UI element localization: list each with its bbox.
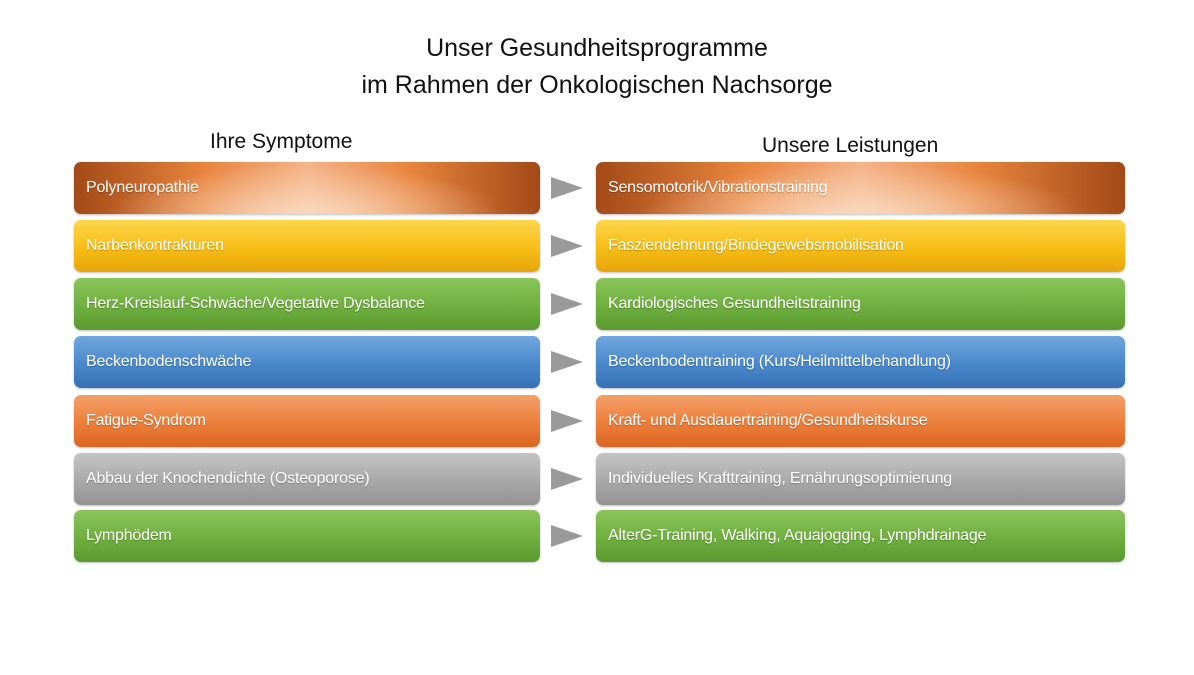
mapping-row-narbenkontrakturen: Narbenkontrakturen Fasziendehnung/Bindeg… [0,220,1194,272]
arrow-right-icon [551,293,583,315]
mapping-row-fatigue: Fatigue-Syndrom Kraft- und Ausdauertrain… [0,395,1194,447]
arrow-right-icon [551,235,583,257]
arrow-right-icon [551,410,583,432]
arrow-right-icon [551,468,583,490]
service-box: Fasziendehnung/Bindegewebsmobilisation [596,220,1125,272]
mapping-row-osteoporose: Abbau der Knochendichte (Osteoporose) In… [0,453,1194,505]
symptom-box: Polyneuropathie [74,162,540,214]
symptom-box: Lymphödem [74,510,540,562]
mapping-row-herz-kreislauf: Herz-Kreislauf-Schwäche/Vegetative Dysba… [0,278,1194,330]
symptoms-column-header: Ihre Symptome [210,130,353,153]
mapping-row-beckenboden: Beckenbodenschwäche Beckenbodentraining … [0,336,1194,388]
symptom-box: Fatigue-Syndrom [74,395,540,447]
symptom-box: Narbenkontrakturen [74,220,540,272]
title-line-2: im Rahmen der Onkologischen Nachsorge [361,71,833,99]
service-box: AlterG-Training, Walking, Aquajogging, L… [596,510,1125,562]
service-box: Kraft- und Ausdauertraining/Gesundheitsk… [596,395,1125,447]
service-box: Kardiologisches Gesundheitstraining [596,278,1125,330]
mapping-row-polyneuropathie: Polyneuropathie Sensomotorik/Vibrationst… [0,162,1194,214]
symptom-box: Beckenbodenschwäche [74,336,540,388]
service-box: Sensomotorik/Vibrationstraining [596,162,1125,214]
arrow-right-icon [551,351,583,373]
services-column-header: Unsere Leistungen [762,134,939,157]
page-title: Unser Gesundheitsprogramme im Rahmen der… [0,30,1194,104]
symptom-box: Herz-Kreislauf-Schwäche/Vegetative Dysba… [74,278,540,330]
mapping-row-lymphoedem: Lymphödem AlterG-Training, Walking, Aqua… [0,510,1194,562]
arrow-right-icon [551,525,583,547]
symptom-box: Abbau der Knochendichte (Osteoporose) [74,453,540,505]
service-box: Beckenbodentraining (Kurs/Heilmittelbeha… [596,336,1125,388]
service-box: Individuelles Krafttraining, Ernährungso… [596,453,1125,505]
arrow-right-icon [551,177,583,199]
title-line-1: Unser Gesundheitsprogramme [426,34,768,62]
